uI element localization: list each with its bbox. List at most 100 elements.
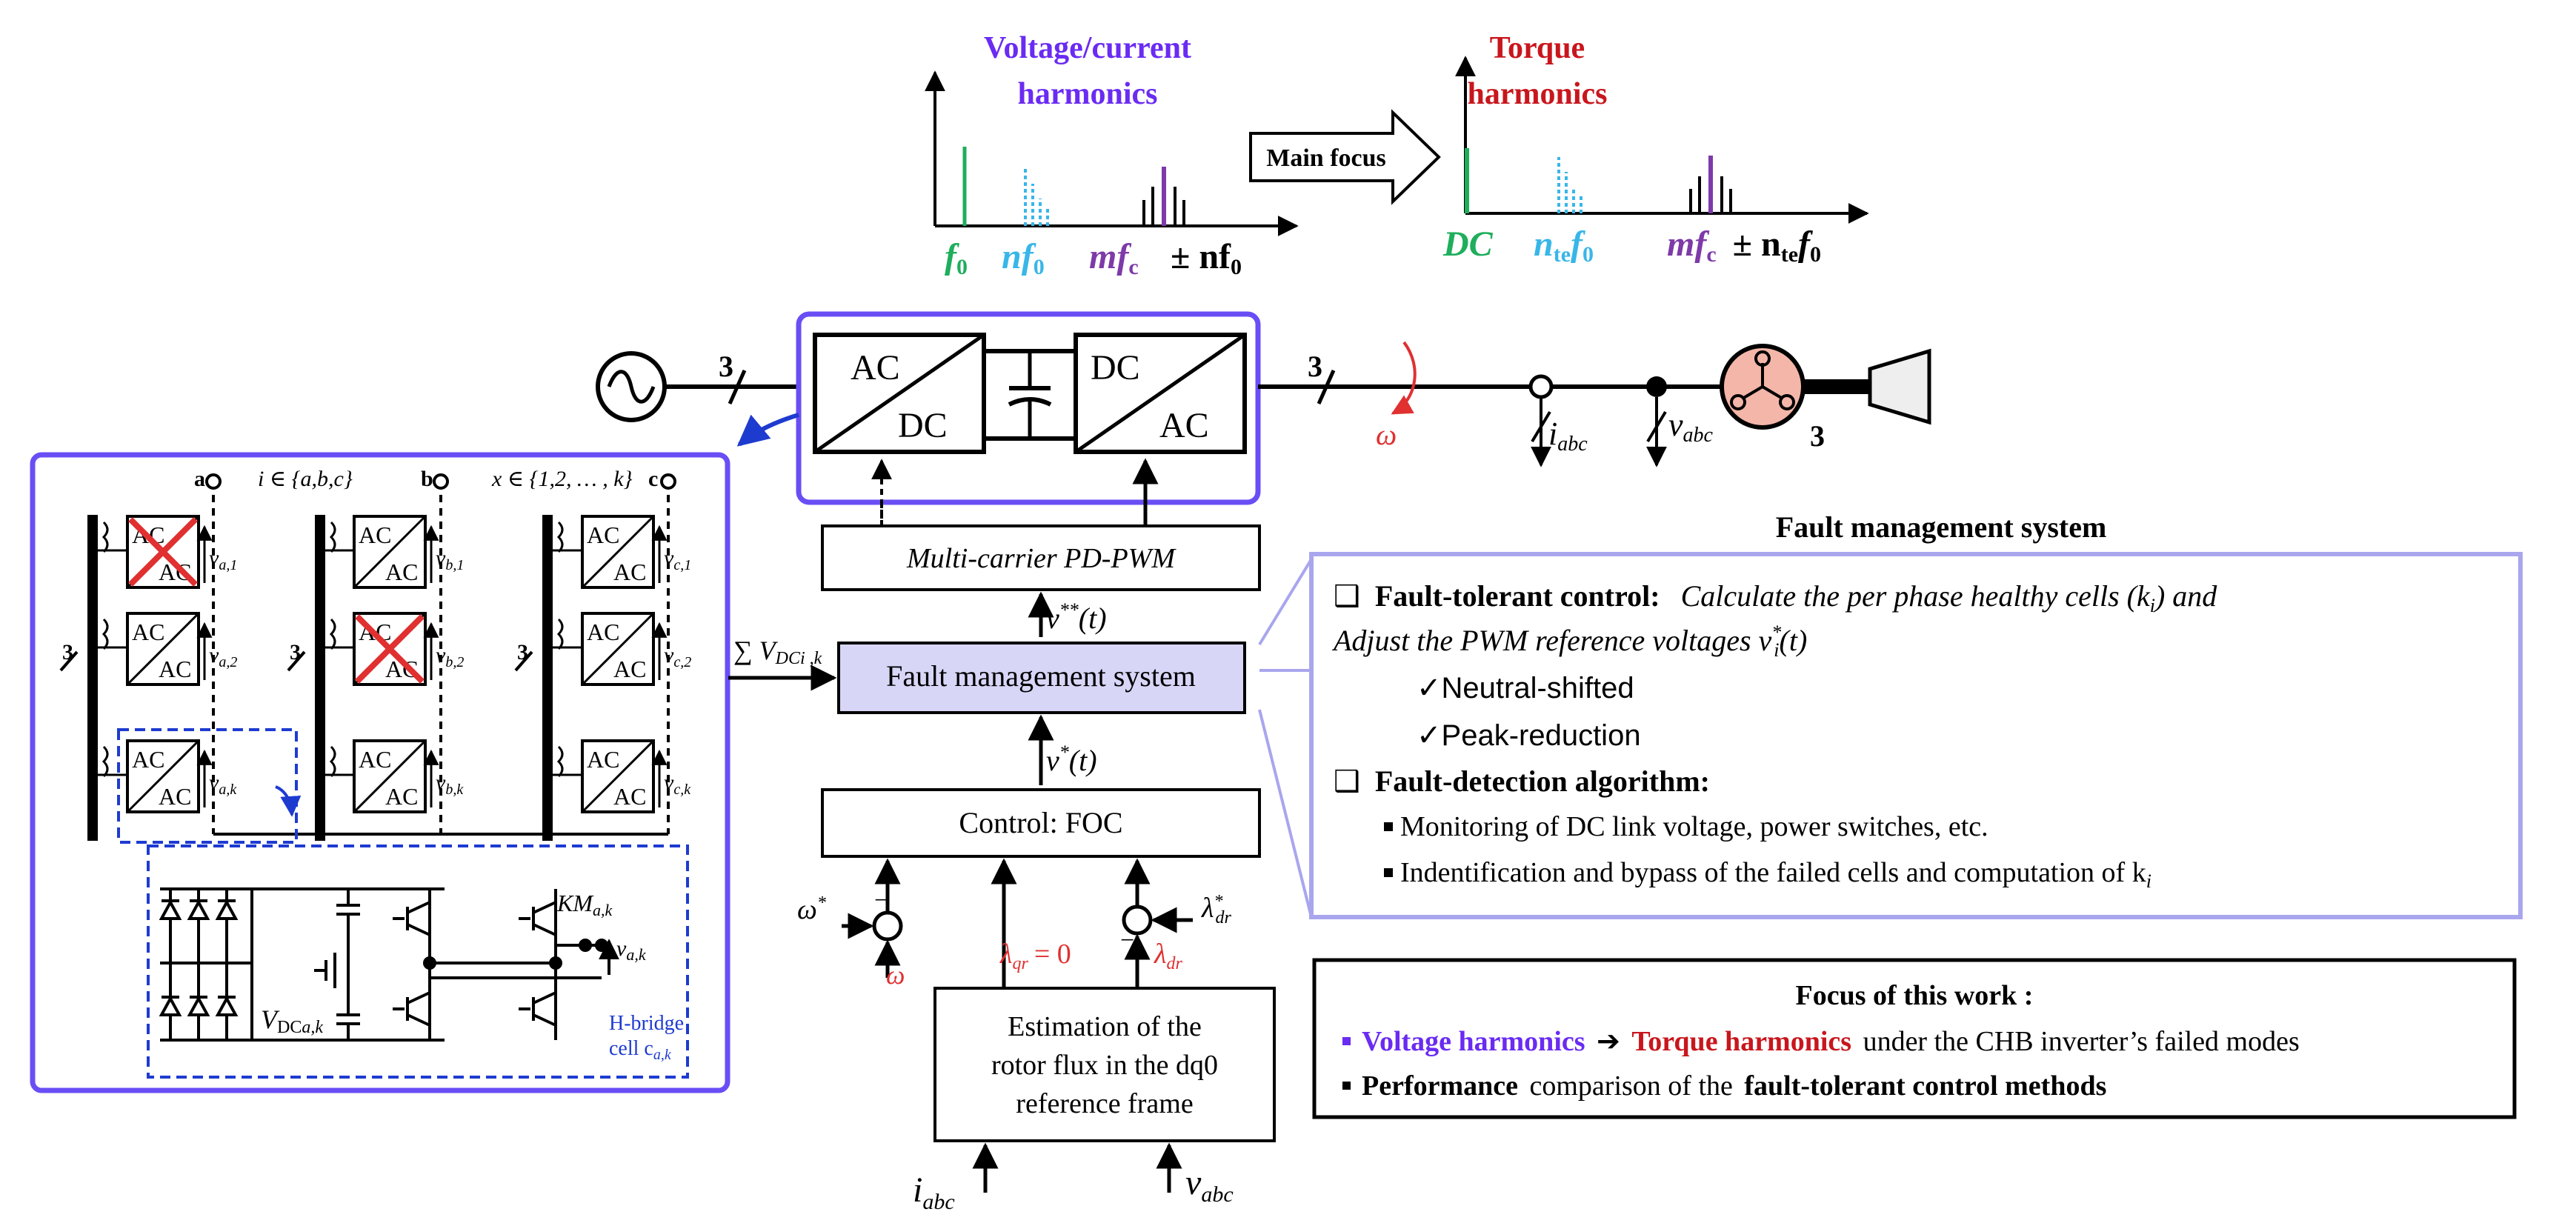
carrier-sideband-lines [1142,187,1185,226]
pwm-block [821,524,1261,591]
transformer-core-b [315,515,325,841]
contact-icon [595,939,608,952]
diode-icon [159,995,182,1016]
secondary-coil-icon [329,745,336,778]
km-label: KMa,k [556,890,613,919]
lambda-dr-label: λdr [1154,939,1182,973]
bullet-2 [1384,868,1393,877]
vi-star-label: v*(t) [1046,742,1097,777]
cell-label-top: AC [587,619,619,645]
nte-harmonic-lines [1557,157,1582,213]
cell-voltage-b-2: vb,2 [436,643,464,670]
h-bridge-caption-2: cell ca,k [609,1037,672,1063]
cell-label-bottom: AC [385,783,418,810]
flux-estimation-block[interactable] [933,987,1276,1142]
sum-vdc-label: ∑ VDCi ,k [733,636,822,668]
foc-block[interactable] [821,788,1261,858]
phase-set-label: i ∈ {a,b,c} [258,467,353,491]
h-bridge-circuit [159,887,619,1042]
main-focus-label: Main focus [1266,144,1386,172]
focus-box-title: Focus of this work : [1796,980,2034,1011]
focus-line-2: Performance comparison of the fault-tole… [1362,1070,2106,1102]
voltage-spectrum-title-line1: Voltage/current [984,31,1191,65]
torque-spectrum-title-line1: Torque [1490,31,1585,65]
voltage-sensor-node [1646,376,1667,397]
cell-label-top: AC [587,746,619,773]
cell-label-top: AC [359,522,391,548]
fault-panel-heading: Fault management system [1776,510,2107,544]
diode-icon [187,995,210,1016]
fda-item-2: Indentification and bypass of the failed… [1400,857,2151,892]
cell-voltage-a-2: va,2 [209,643,237,670]
cell-label-bottom: AC [613,559,646,585]
v-abc-label: vabc [1668,407,1714,447]
focus-bullet-1 [1342,1037,1351,1045]
torque-sideband-lines [1689,176,1732,213]
phase-slash-right [1317,369,1336,405]
cell-voltage-b-1: vb,1 [436,546,464,573]
bullet-1 [1384,822,1393,831]
selected-cell-outline [117,728,298,844]
node-icon [423,956,436,970]
cell-voltage-a-1: va,1 [209,546,237,573]
secondary-coil-icon [101,521,109,553]
cell-label-top: AC [132,619,164,645]
flux-minus-sign: − [1120,927,1134,954]
diode-icon [159,899,182,920]
i-abc-label: iabc [1548,416,1588,456]
terminal-a: a [194,467,205,491]
fault-panel-line-fda: ❑ Fault-detection algorithm: [1334,764,1710,798]
rectifier-bottom-label: DC [898,406,948,445]
diode-icon [215,995,239,1016]
cell-label-bottom: AC [385,559,418,585]
motor-phase-label: 3 [1810,419,1825,453]
vi-double-star-label: v**(t) [1046,599,1107,635]
terminal-c: c [648,467,658,491]
nf0-harmonic-lines [1024,169,1049,226]
phase-count-left: 3 [719,350,733,383]
phase-b-terminal [433,473,449,490]
estimation-line-3: reference frame [1016,1088,1193,1119]
torque-spectrum: Torque harmonics DC ntef0 mfc ± ntef0 [1442,31,1869,267]
foc-label: Control: FOC [959,806,1122,839]
cell-voltage-a-k: va,k [209,770,237,798]
phase-a-terminal [205,473,222,490]
focus-bullet-2 [1342,1082,1351,1090]
power-chain: 3 AC DC DC AC 3 ω iabc vabc [596,311,1931,505]
cell-label-top: AC [359,746,391,773]
contact-icon [579,939,592,952]
secondary-coil-icon [556,745,564,778]
control-chain: Multi-carrier PD-PWM v**(t) Fault manage… [728,458,1313,1214]
cell-label-bottom: AC [613,783,646,810]
phase-slash-left [728,369,747,405]
omega-rotation-arrow [1391,341,1417,415]
voltage-spectrum-title-line2: harmonics [1018,77,1158,111]
fault-panel-line-ftc: ❑ Fault-tolerant control: Calculate the … [1334,579,2217,616]
omega-feedback-label: ω [886,960,905,990]
mechanical-load-icon [1868,348,1931,425]
motor-windings-icon [1730,350,1795,410]
secondary-coil-icon [101,745,109,778]
chb-detail-panel: a b c i ∈ {a,b,c} x ∈ {1,2, … , k} 3ACAC… [30,452,730,1093]
cell-label-bottom: AC [613,656,646,682]
cell-voltage-c-k: vc,k [664,770,691,798]
main-focus-arrow: Main focus [1249,109,1441,205]
cell-voltage-c-2: vc,2 [664,643,691,670]
estimation-line-2: rotor flux in the dq0 [991,1050,1218,1081]
terminal-b: b [421,467,433,491]
current-sensor-node [1528,374,1554,399]
omega-label: ω [1376,418,1397,451]
diode-icon [187,899,210,920]
cell-label-top: AC [587,522,619,548]
focus-box-frame [1312,958,2517,1119]
secondary-coil-icon [329,521,336,553]
pwm-label: Multi-carrier PD-PWM [906,543,1176,574]
h-bridge-caption-1: H-bridge [609,1012,684,1035]
inverter-top-label: DC [1091,348,1140,387]
fault-management-label: Fault management system [886,659,1196,693]
cell-label-bottom: AC [159,783,191,810]
fault-management-block[interactable] [837,642,1246,714]
speed-minus-sign: − [874,887,888,914]
fda-item-1: Monitoring of DC link voltage, power swi… [1400,811,1988,842]
